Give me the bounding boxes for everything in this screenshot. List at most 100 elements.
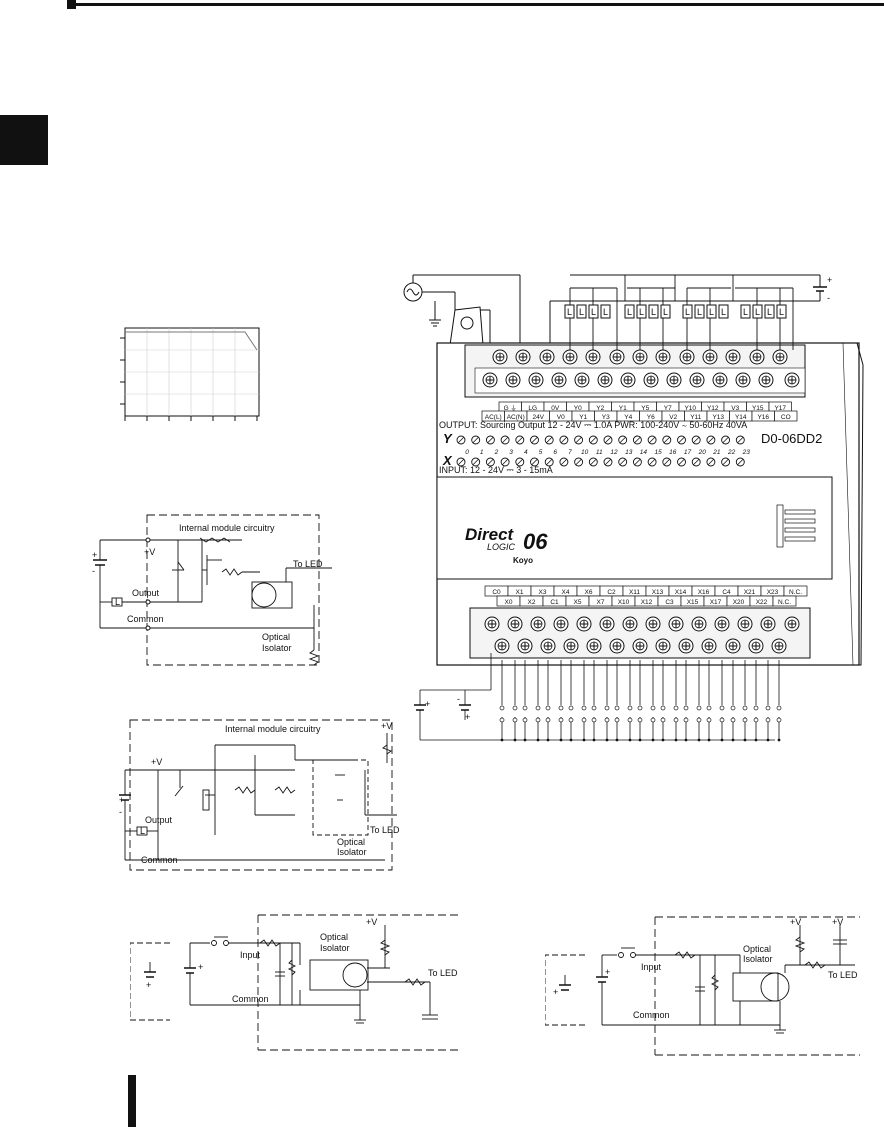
ia-to-led: To LED [428, 968, 458, 978]
input-psu-minus: - [457, 694, 460, 704]
x-led [632, 457, 642, 467]
svg-text:L: L [639, 307, 644, 317]
terminal-label: G ⏚ [504, 404, 517, 412]
led-number: 0 [465, 449, 469, 456]
led-number: 21 [712, 449, 721, 456]
svg-text:+: + [198, 962, 203, 972]
terminal-label: Y2 [596, 405, 604, 412]
ia-optical: Optical [320, 932, 348, 942]
svg-text:L: L [721, 307, 726, 317]
svg-text:L: L [697, 307, 702, 317]
ob-optical: Optical [337, 837, 365, 847]
led-number: 22 [727, 449, 736, 456]
x-led [603, 457, 613, 467]
terminal-label: X13 [652, 589, 664, 596]
terminal-label: X4 [562, 589, 570, 596]
input-psu-plus: + [425, 699, 430, 709]
led-number: 10 [581, 449, 589, 456]
ob-to-led: To LED [370, 825, 400, 835]
terminal-label: X22 [756, 599, 768, 606]
led-number: 5 [539, 449, 543, 456]
svg-text:Direct: Direct [465, 525, 515, 544]
svg-text:-: - [92, 566, 95, 576]
terminal-label: Y17 [774, 405, 786, 412]
ib-pv2: +V [832, 917, 843, 927]
x-led [588, 457, 598, 467]
svg-text:L: L [663, 307, 668, 317]
terminal-label: N.C. [778, 599, 791, 606]
ia-common: Common [232, 994, 269, 1004]
oa-load: L [115, 597, 120, 607]
ib-optical: Optical [743, 944, 771, 954]
oa-output: Output [132, 588, 160, 598]
terminal-label: X2 [528, 599, 536, 606]
terminal-label: X21 [744, 589, 756, 596]
oa-isolator: Isolator [262, 643, 292, 653]
x-led [735, 457, 745, 467]
terminal-label: AC(N) [507, 414, 525, 421]
output-circuit-b: Internal module circuitry +V +V Output C… [119, 719, 400, 871]
ob-common: Common [141, 855, 178, 865]
plc-wiring-diagram: + - L L L L L L L L L L L L L L L L [403, 274, 864, 742]
terminal-label: Y6 [647, 414, 655, 421]
led-number: 14 [640, 449, 648, 456]
terminal-label: Y12 [707, 405, 719, 412]
terminal-label: 0V [551, 405, 560, 412]
vent-slots [776, 504, 816, 548]
derating-curve [125, 331, 258, 351]
terminal-label: X16 [698, 589, 710, 596]
terminal-label: X17 [710, 599, 722, 606]
ia-isolator: Isolator [320, 943, 350, 953]
svg-text:+: + [146, 980, 151, 990]
terminal-label: V0 [557, 414, 565, 421]
terminal-label: C3 [665, 599, 674, 606]
header-rule [76, 3, 884, 6]
terminal-label: 24V [532, 414, 544, 421]
led-number: 16 [669, 449, 677, 456]
terminal-label: Y1 [579, 414, 587, 421]
svg-text:+: + [553, 987, 558, 997]
svg-text:L: L [603, 307, 608, 317]
svg-text:L: L [779, 307, 784, 317]
led-number: 13 [625, 449, 633, 456]
y-led [706, 435, 716, 445]
ib-input: Input [641, 962, 662, 972]
terminal-label: X1 [516, 589, 524, 596]
terminal-label: X11 [629, 589, 640, 596]
terminal-label: V2 [669, 414, 677, 421]
led-number: 15 [654, 449, 662, 456]
svg-text:L: L [755, 307, 760, 317]
x-led [691, 457, 701, 467]
input-circuit-a: Input Common Optical Isolator +V To LED … [130, 914, 460, 1051]
led-number: 3 [509, 449, 513, 456]
x-led-letter: X [442, 453, 453, 468]
dc-plus-label: + [827, 275, 832, 285]
svg-text:L: L [591, 307, 596, 317]
oa-common: Common [127, 614, 164, 624]
terminal-label: X0 [505, 599, 513, 606]
y-led-letter: Y [443, 431, 453, 446]
terminal-label-box [774, 410, 798, 422]
terminal-label: Y11 [690, 414, 701, 421]
y-led [544, 435, 554, 445]
terminal-label: Y13 [712, 414, 724, 421]
y-led [662, 435, 672, 445]
ib-to-led: To LED [828, 970, 858, 980]
y-led [559, 435, 569, 445]
svg-text:LOGIC: LOGIC [487, 542, 516, 552]
terminal-label: C0 [492, 589, 501, 596]
y-led [647, 435, 657, 445]
terminal-label: Y16 [757, 414, 769, 421]
led-number: 20 [698, 449, 707, 456]
logo: Direct LOGIC 06 Koyo [465, 525, 548, 565]
x-led [706, 457, 716, 467]
y-led [456, 435, 466, 445]
led-number: 2 [494, 449, 499, 456]
oa-to-led: To LED [293, 559, 323, 569]
y-led [588, 435, 598, 445]
terminal-label: V3 [731, 405, 739, 412]
terminal-label: X3 [539, 589, 547, 596]
y-led [500, 435, 510, 445]
led-number: 11 [596, 449, 603, 456]
